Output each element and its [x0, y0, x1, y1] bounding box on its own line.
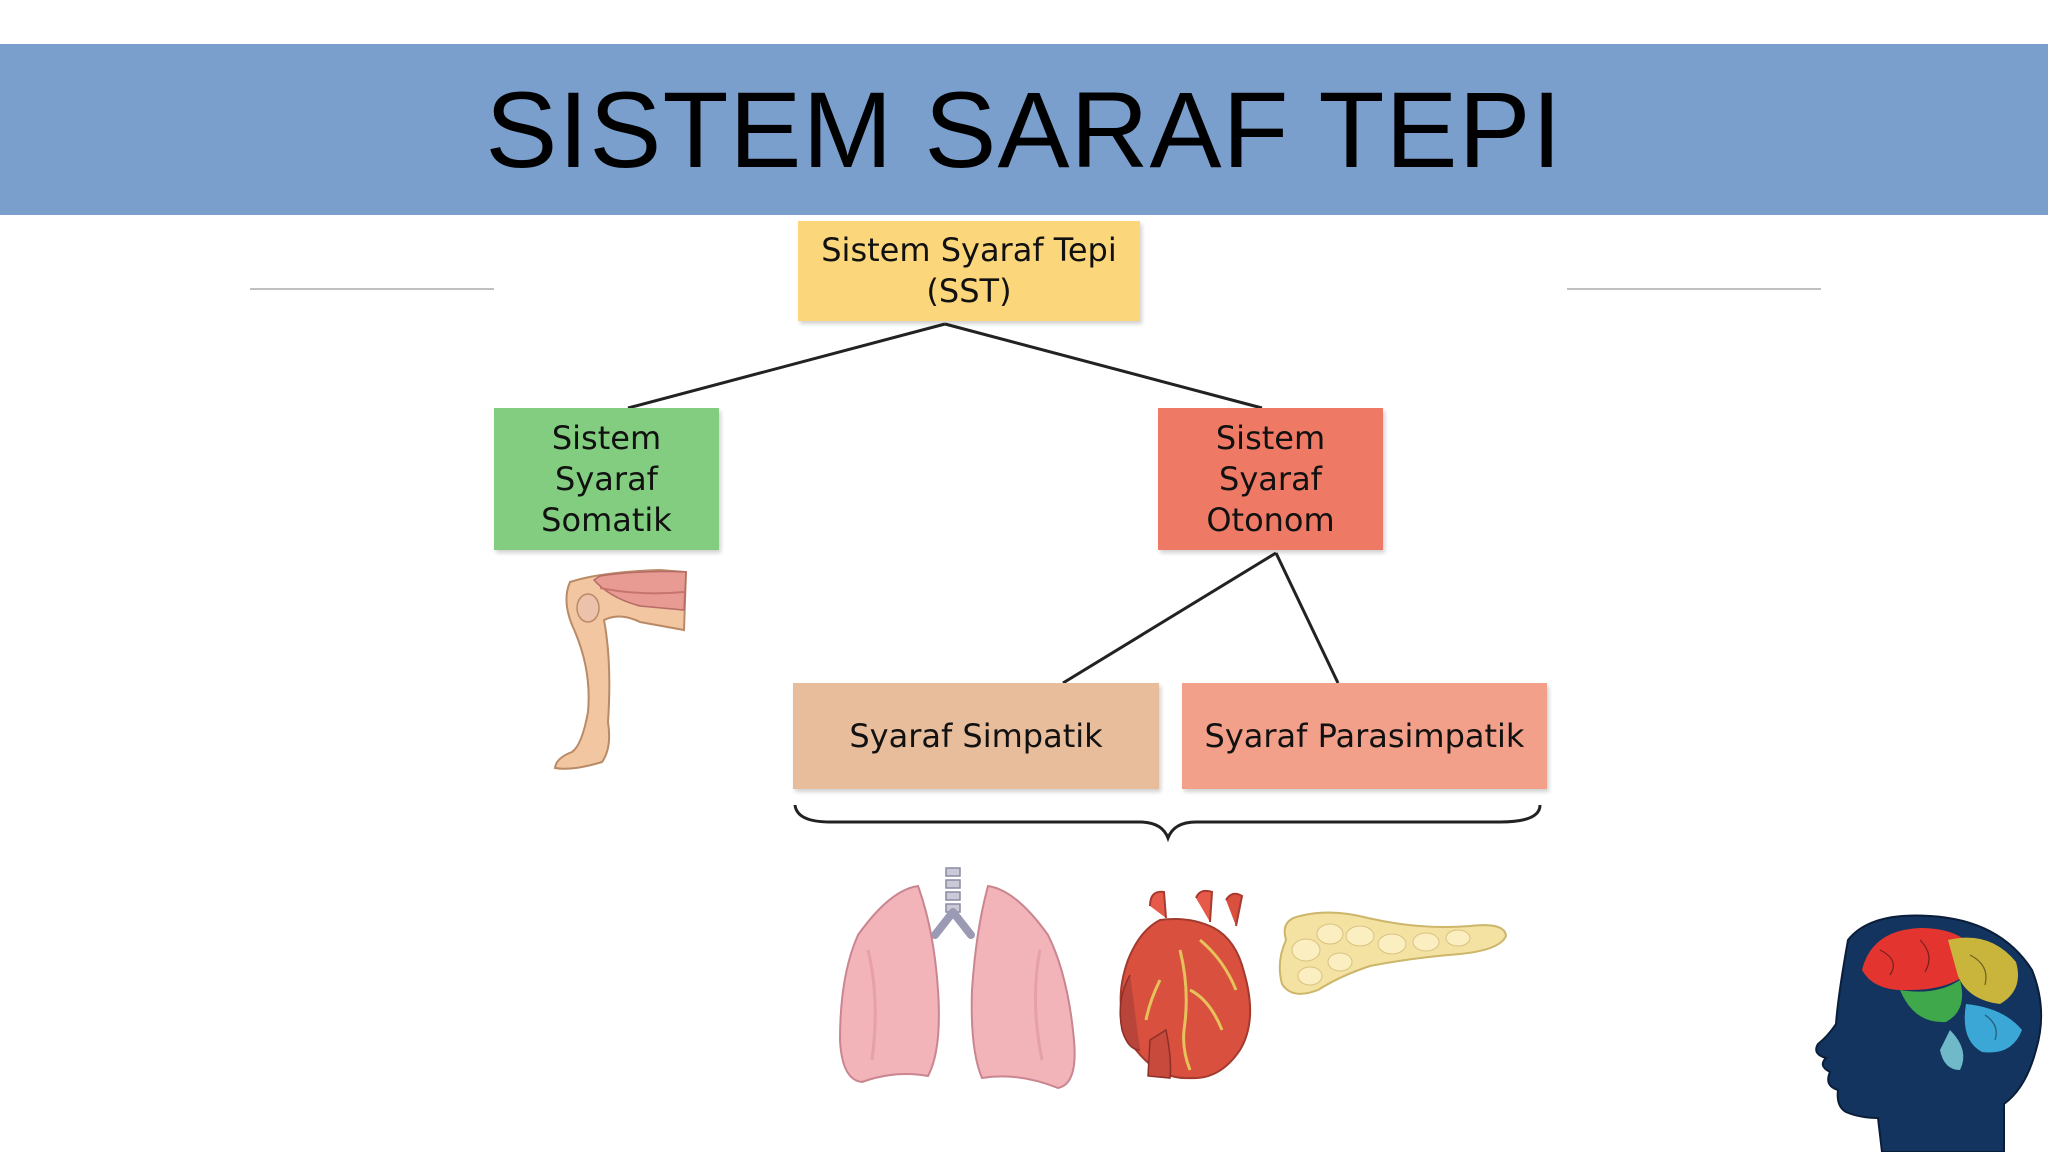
node-sst-root: Sistem Syaraf Tepi (SST) — [798, 221, 1140, 321]
connector-autonomic-parasympathetic — [1274, 552, 1340, 684]
slide-title: SISTEM SARAF TEPI — [485, 69, 1563, 190]
curly-brace — [793, 804, 1542, 843]
title-band — [0, 44, 2048, 215]
node-parasympathetic: Syaraf Parasimpatik — [1182, 683, 1547, 789]
divider-right — [1567, 288, 1821, 290]
connector-autonomic-sympathetic — [1062, 551, 1277, 685]
divider-left — [250, 288, 494, 290]
node-autonomic: Sistem Syaraf Otonom — [1158, 408, 1383, 550]
node-somatic: Sistem Syaraf Somatik — [494, 408, 719, 550]
connector-root-autonomic — [944, 322, 1263, 410]
connector-root-somatic — [627, 322, 946, 410]
node-sympathetic: Syaraf Simpatik — [793, 683, 1159, 789]
